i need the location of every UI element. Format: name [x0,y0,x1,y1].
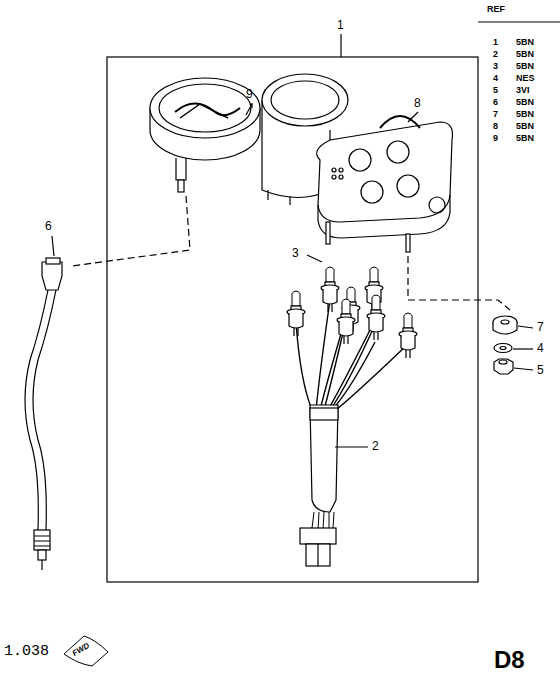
table-part-code: 5BN [516,62,534,71]
callout-number: 9 [246,88,253,100]
callout-number: 4 [537,342,544,354]
table-part-code: 5BN [516,110,534,119]
table-part-code: 3VI [516,86,530,95]
table-ref-number: 3 [493,62,498,71]
table-ref-number: 1 [493,38,498,47]
table-ref-number: 4 [493,74,498,83]
callout-number: 8 [414,97,421,109]
table-ref-number: 8 [493,122,498,131]
table-part-code: 5BN [516,50,534,59]
table-part-code: 5BN [516,122,534,131]
page-code: D8 [494,648,525,672]
table-ref-number: 2 [493,50,498,59]
callout-number: 7 [537,321,544,333]
table-ref-number: 7 [493,110,498,119]
callout-number: 5 [537,364,544,376]
callout-number: 1 [337,19,344,31]
table-part-code: NES [516,74,535,83]
table-part-code: 5BN [516,98,534,107]
callout-number: 2 [372,440,379,452]
table-ref-number: 5 [493,86,498,95]
table-part-code: 5BN [516,134,534,143]
table-header: REF [487,5,505,14]
table-ref-number: 6 [493,98,498,107]
drawing-number: 1.038 [4,644,49,659]
callout-number: 6 [45,220,52,232]
table-ref-number: 9 [493,134,498,143]
table-part-code: 5BN [516,38,534,47]
callout-number: 3 [292,247,299,259]
